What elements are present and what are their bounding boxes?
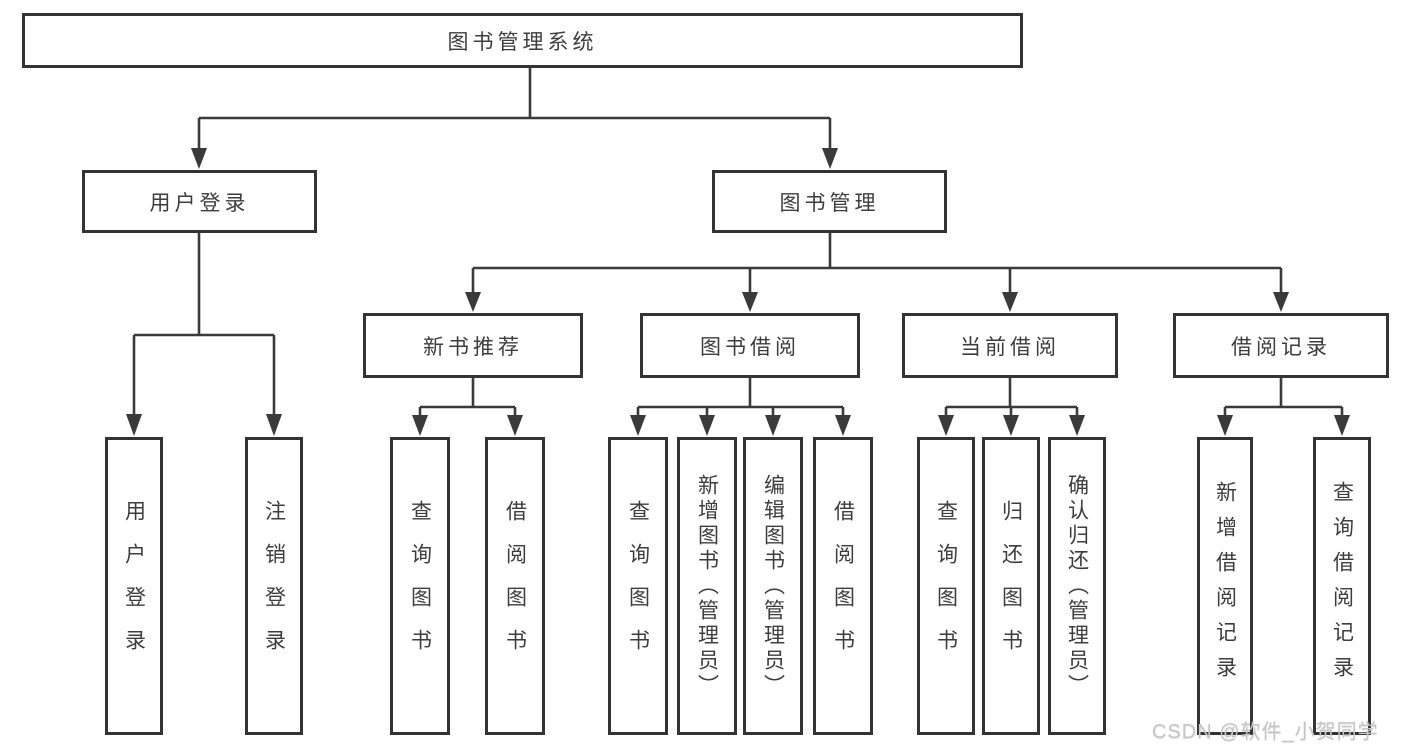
leaf-add-borrow-record-label: 新增借阅记录 (1213, 481, 1237, 691)
leaf-edit-books-admin-label: 编辑图书（管理员） (761, 473, 785, 699)
node-book-management-label: 图书管理 (779, 191, 880, 215)
leaf-add-books-admin: 新增图书（管理员） (677, 437, 737, 735)
node-book-borrow-label: 图书借阅 (700, 335, 800, 359)
node-current-borrow: 当前借阅 (902, 313, 1118, 378)
node-library-system: 图书管理系统 (22, 13, 1023, 68)
leaf-query-books-borrow: 查询图书 (608, 437, 668, 735)
leaf-user-login: 用户登录 (105, 437, 163, 735)
node-borrow-records-label: 借阅记录 (1231, 335, 1331, 359)
node-new-book-recommend: 新书推荐 (363, 313, 583, 378)
leaf-edit-books-admin: 编辑图书（管理员） (743, 437, 803, 735)
leaf-confirm-return-admin-label: 确认归还（管理员） (1065, 473, 1089, 699)
node-book-borrow: 图书借阅 (640, 313, 860, 378)
leaf-add-books-admin-label: 新增图书（管理员） (695, 473, 719, 699)
leaf-query-books-recommend: 查询图书 (390, 437, 450, 735)
node-library-system-label: 图书管理系统 (447, 30, 598, 54)
leaf-query-borrow-record: 查询借阅记录 (1313, 437, 1371, 735)
leaf-query-books-recommend-label: 查询图书 (408, 500, 432, 672)
leaf-confirm-return-admin: 确认归还（管理员） (1048, 437, 1106, 735)
leaf-return-books: 归还图书 (982, 437, 1040, 735)
node-borrow-records: 借阅记录 (1173, 313, 1389, 378)
leaf-borrow-books-recommend: 借阅图书 (485, 437, 545, 735)
node-book-management: 图书管理 (712, 170, 947, 233)
leaf-add-borrow-record: 新增借阅记录 (1197, 437, 1253, 735)
leaf-user-login-label: 用户登录 (122, 500, 146, 672)
leaf-return-books-label: 归还图书 (999, 500, 1023, 672)
node-user-login-label: 用户登录 (149, 191, 250, 215)
leaf-query-books-current: 查询图书 (917, 437, 975, 735)
leaf-borrow-books: 借阅图书 (813, 437, 873, 735)
node-current-borrow-label: 当前借阅 (960, 335, 1060, 359)
leaf-query-books-borrow-label: 查询图书 (626, 500, 650, 672)
leaf-query-books-current-label: 查询图书 (934, 500, 958, 672)
node-new-book-recommend-label: 新书推荐 (423, 335, 523, 359)
node-user-login: 用户登录 (82, 170, 317, 233)
leaf-borrow-books-recommend-label: 借阅图书 (503, 500, 527, 672)
csdn-watermark: CSDN @软件_小贺同学 (1152, 721, 1379, 743)
leaf-query-borrow-record-label: 查询借阅记录 (1330, 481, 1354, 691)
arrowheads (126, 148, 1350, 436)
leaf-logout: 注销登录 (245, 437, 303, 735)
leaf-borrow-books-label: 借阅图书 (831, 500, 855, 672)
leaf-logout-label: 注销登录 (262, 500, 286, 672)
